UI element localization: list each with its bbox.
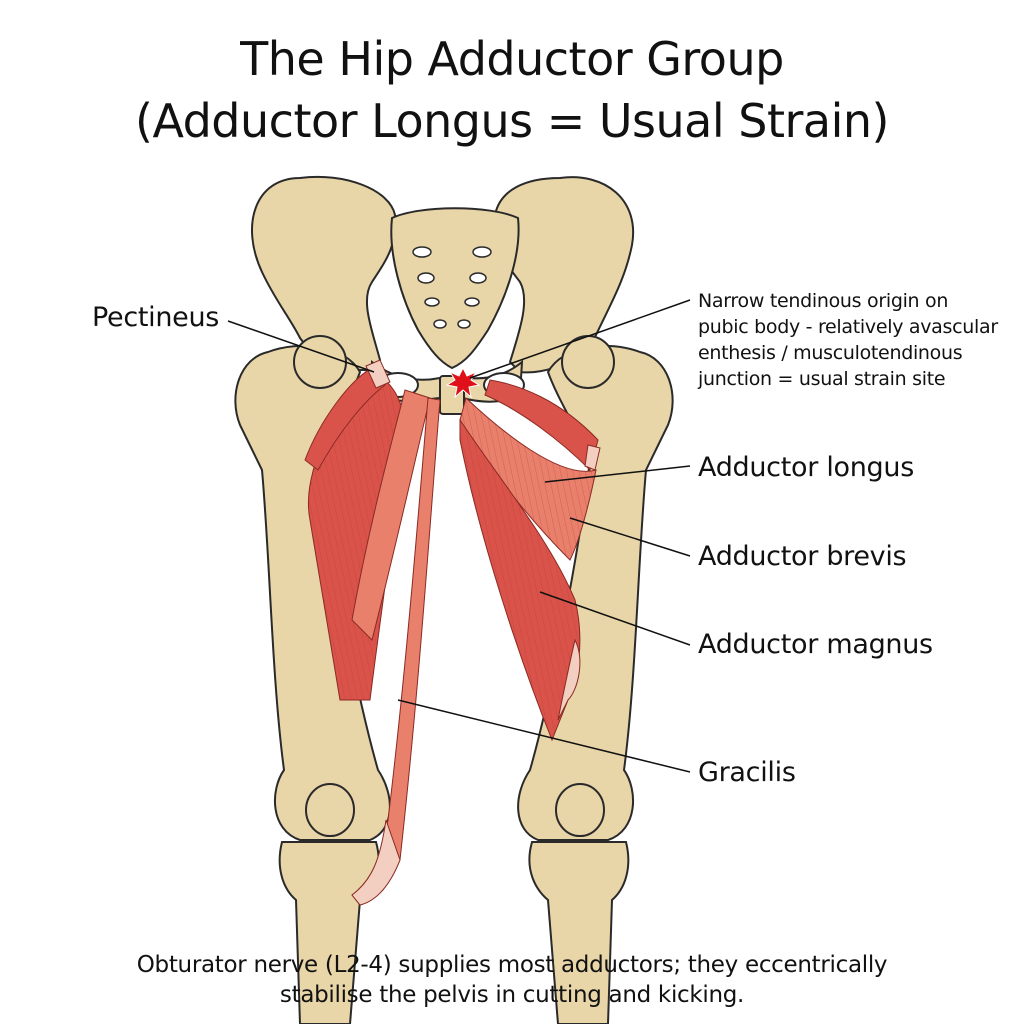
leader-lines xyxy=(227,299,691,773)
strain-note-line-4: junction = usual strain site xyxy=(698,368,946,390)
caption-line-2: stabilise the pelvis in cutting and kick… xyxy=(279,982,745,1008)
left-adductor-longus-muscle xyxy=(351,389,431,641)
right-ilium xyxy=(493,176,635,374)
strain-note-line-2: pubic body - relatively avascular xyxy=(698,316,998,338)
diagram-title: The Hip Adductor Group xyxy=(240,32,784,86)
left-femoral-head xyxy=(293,335,347,389)
right-femoral-head xyxy=(561,335,615,389)
diagram-subtitle: (Adductor Longus = Usual Strain) xyxy=(135,94,889,148)
strain-note-line-3: enthesis / musculotendinous xyxy=(698,342,963,364)
left-patella xyxy=(305,783,355,837)
label-adductor-longus: Adductor longus xyxy=(698,452,914,483)
right-patella xyxy=(555,783,605,837)
left-pectineus-tendon xyxy=(365,359,391,389)
label-gracilis: Gracilis xyxy=(698,757,796,788)
strain-note-line-1: Narrow tendinous origin on xyxy=(698,290,949,312)
strain-site-marker xyxy=(445,366,481,399)
label-adductor-magnus: Adductor magnus xyxy=(698,629,933,660)
gracilis-leader xyxy=(397,699,691,773)
label-adductor-brevis: Adductor brevis xyxy=(698,541,907,572)
caption-line-1: Obturator nerve (L2-4) supplies most add… xyxy=(136,952,888,978)
adductor-longus-leader xyxy=(544,465,691,483)
right-pectineus-muscle xyxy=(484,379,599,471)
strain-site-note: Narrow tendinous origin on pubic body - … xyxy=(698,288,1016,392)
pectineus-leader xyxy=(227,320,375,373)
label-pectineus: Pectineus xyxy=(92,302,220,333)
strain-note-leader xyxy=(469,299,691,379)
adductor-magnus-leader xyxy=(539,591,691,646)
left-pectineus-muscle xyxy=(304,367,386,471)
adductor-brevis-leader xyxy=(569,517,691,557)
sacrum xyxy=(390,207,520,370)
adductor-muscles xyxy=(304,359,601,906)
diagram-caption: Obturator nerve (L2-4) supplies most add… xyxy=(0,950,1024,1010)
right-tibia xyxy=(528,841,630,1024)
right-adductor-magnus-tendon xyxy=(557,638,581,721)
gracilis-tendon xyxy=(351,819,401,906)
sacral-foramina xyxy=(412,246,492,329)
right-pectineus-tendon xyxy=(584,444,601,471)
